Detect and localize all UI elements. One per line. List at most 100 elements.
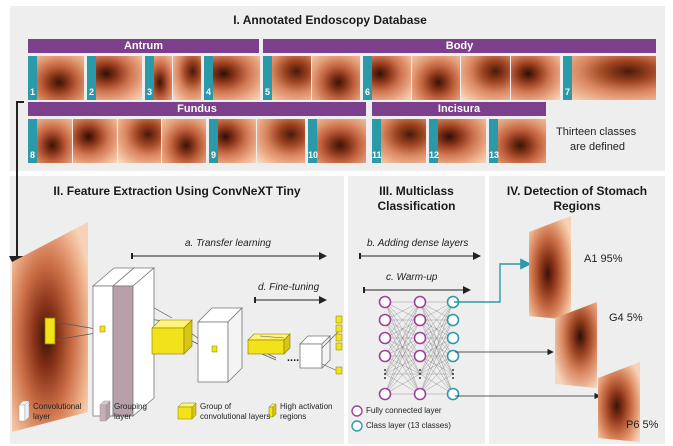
class-thumb-2: 2 <box>87 56 142 100</box>
legend-conv-label-line1: Convolutional <box>33 402 82 411</box>
legend-group-conv-label-line2: convolutional layers <box>200 412 271 421</box>
nn-ellipsis-dot <box>452 377 454 379</box>
class-thumb-10: 10 <box>308 119 366 163</box>
class-number: 9 <box>210 150 216 160</box>
legend-grouping-icon <box>99 400 111 422</box>
detection-title-line2: Regions <box>553 199 601 213</box>
nn-connection <box>384 319 421 375</box>
class-number: 13 <box>489 150 500 160</box>
conv-block-1 <box>91 267 156 417</box>
result-a1: A1 95% <box>584 253 623 265</box>
nn-fc-neuron <box>413 295 427 309</box>
nn-ellipsis-dot <box>419 369 421 371</box>
output-image-p6 <box>598 362 640 442</box>
nn-fc-neuron <box>378 331 392 345</box>
nn-fc-neuron <box>378 313 392 327</box>
dense-layers-label: b. Adding dense layers <box>367 238 469 249</box>
nn-connection <box>419 301 454 357</box>
legend-grouping-label-line1: Grouping <box>114 402 147 411</box>
nn-connection <box>419 337 454 395</box>
class-number: 11 <box>372 150 382 160</box>
class-number: 7 <box>564 87 570 97</box>
class-number: 8 <box>29 150 35 160</box>
nn-ellipsis-dot <box>452 369 454 371</box>
legend-grouping-label-line2: layer <box>114 412 132 421</box>
input-endoscopy-image <box>12 222 88 432</box>
transfer-learning-label: a. Transfer learning <box>185 238 271 249</box>
fine-tuning-label: d. Fine-tuning <box>258 282 320 293</box>
nn-fc-neuron <box>378 295 392 309</box>
layer-ellipsis: .... <box>287 352 300 364</box>
nn-ellipsis-dot <box>384 373 386 375</box>
nn-connection <box>384 337 421 375</box>
conv-group-2 <box>247 333 291 355</box>
class-thumb-9: 9 <box>209 119 305 163</box>
conv-block-2 <box>197 307 243 383</box>
legend-high-activation-icon <box>268 403 277 418</box>
classification-title-line1: III. Multiclass <box>379 184 454 198</box>
warmup-label: c. Warm-up <box>386 272 438 283</box>
class-number: 10 <box>308 150 319 160</box>
legend-fc-icon <box>351 405 363 417</box>
database-title: I. Annotated Endoscopy Database <box>233 13 427 27</box>
legend-conv-label-line2: layer <box>33 412 51 421</box>
legend-fc-label: Fully connected layer <box>366 406 442 415</box>
nn-connection <box>384 301 421 375</box>
nn-connection <box>419 373 454 395</box>
nn-ellipsis-dot <box>452 373 454 375</box>
nn-fc-neuron <box>413 331 427 345</box>
nn-connection <box>419 301 454 375</box>
class-number: 1 <box>29 87 35 97</box>
class-number: 12 <box>429 150 440 160</box>
nn-connection <box>384 301 421 339</box>
legend-high-activation-label-line2: regions <box>280 412 307 421</box>
nn-ellipsis-dot <box>419 377 421 379</box>
class-number: 5 <box>264 87 270 97</box>
nn-connection <box>384 355 421 395</box>
category-bar-incisura: Incisura <box>372 102 546 116</box>
nn-connection <box>384 337 421 395</box>
nn-ellipsis-dot <box>384 377 386 379</box>
classification-title-line2: Classification <box>377 199 456 213</box>
legend-group-conv-icon <box>177 402 197 420</box>
nn-ellipsis-dot <box>419 373 421 375</box>
nn-class-neuron <box>446 387 460 401</box>
input-flow-arrow <box>9 101 25 272</box>
nn-class-neuron <box>446 313 460 327</box>
nn-fc-neuron <box>378 349 392 363</box>
class-thumb-1: 1 <box>28 56 84 100</box>
detection-title-line1: IV. Detection of Stomach <box>506 184 648 198</box>
result-g4: G4 5% <box>609 312 643 324</box>
flatten-column <box>335 315 343 375</box>
legend-class-label: Class layer (13 classes) <box>366 421 451 430</box>
conv-block-3 <box>299 329 341 373</box>
legend-conv-icon <box>18 400 30 422</box>
class-thumb-8: 8 <box>28 119 206 163</box>
class-count-note-line2: are defined <box>570 141 626 153</box>
conv-group-1 <box>151 319 193 355</box>
output-image-g4 <box>555 302 597 388</box>
nn-connection <box>419 337 454 375</box>
class-thumb-5: 5 <box>263 56 360 100</box>
nn-connection <box>384 373 421 395</box>
nn-fc-neuron <box>413 387 427 401</box>
legend-group-conv-label-line1: Group of <box>200 402 232 411</box>
class-thumb-12: 12 <box>429 119 486 163</box>
output-image-a1 <box>529 216 571 320</box>
nn-connection <box>384 355 421 375</box>
nn-fc-neuron <box>378 387 392 401</box>
class-thumb-3: 3 <box>145 56 201 100</box>
nn-connection <box>419 301 454 339</box>
feature-extraction-title: II. Feature Extraction Using ConvNeXT Ti… <box>53 184 301 198</box>
nn-fc-neuron <box>413 313 427 327</box>
category-bar-antrum: Antrum <box>28 39 259 53</box>
class-thumb-11: 11 <box>372 119 426 163</box>
nn-nodes <box>378 295 460 401</box>
result-p6: P6 5% <box>626 419 659 431</box>
class-thumb-4: 4 <box>204 56 260 100</box>
category-bar-fundus: Fundus <box>28 102 366 116</box>
class-thumb-7: 7 <box>563 56 656 100</box>
nn-connection <box>384 319 421 395</box>
nn-connection <box>419 319 454 375</box>
